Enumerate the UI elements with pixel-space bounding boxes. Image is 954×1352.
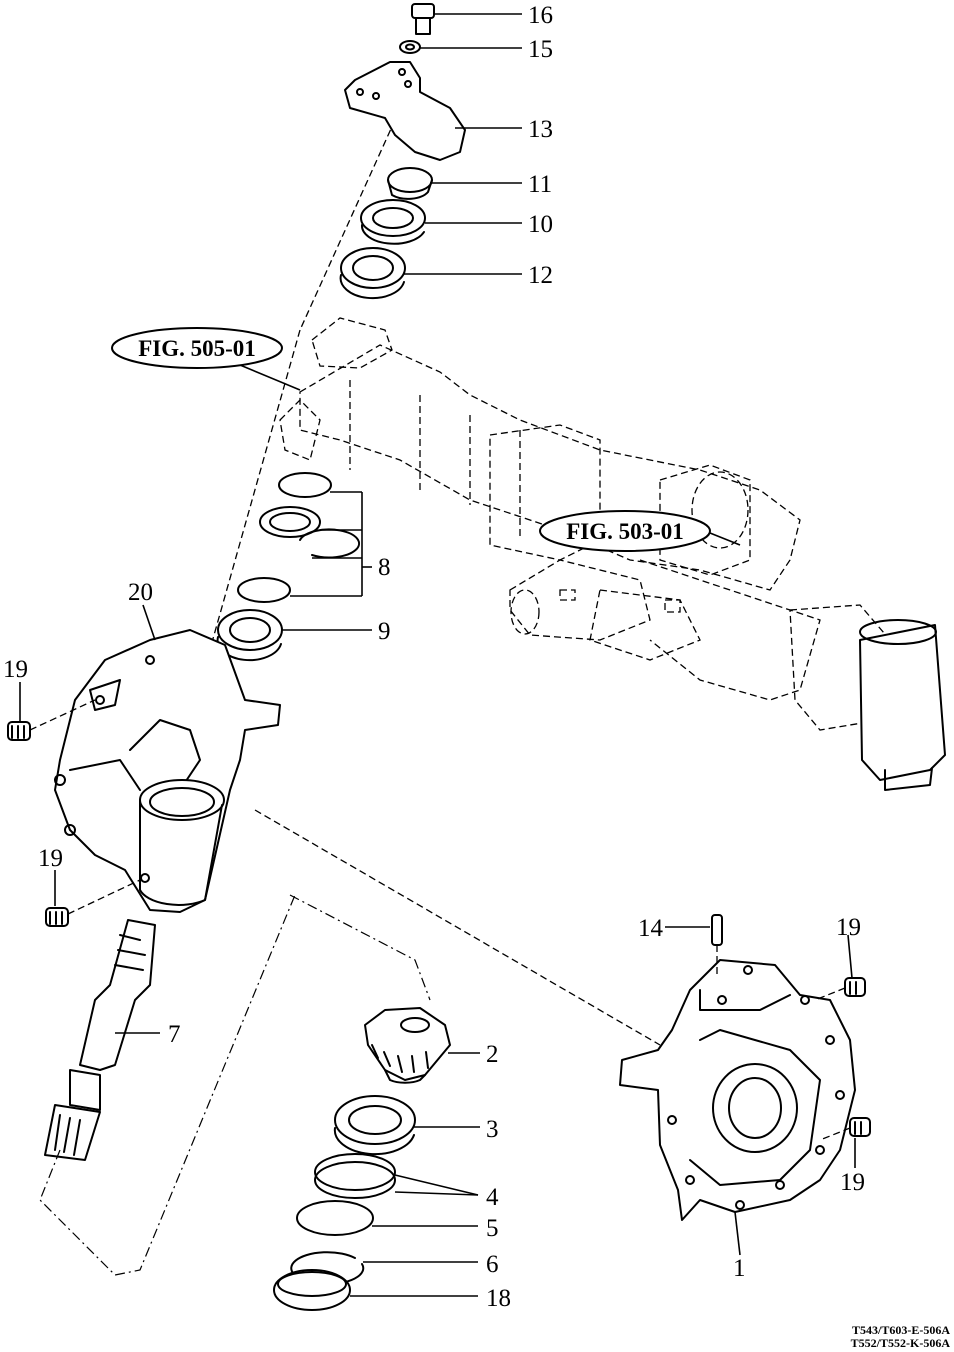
callout-20: 20 — [128, 579, 153, 606]
callout-10: 10 — [528, 211, 553, 238]
part-18-ring — [273, 1269, 351, 1311]
part-13-cover-plate — [344, 61, 466, 161]
drawing-code-line-2: T552/T552-K-506A — [851, 1336, 951, 1350]
upper-centerline — [299, 119, 396, 331]
assembly-enclosure — [39, 894, 431, 1276]
callout-19-lower-left: 19 — [38, 845, 63, 872]
fig-505-01-label: FIG. 505-01 — [138, 336, 256, 361]
part-3-bearing — [333, 1095, 416, 1156]
callout-11: 11 — [528, 171, 552, 198]
part-1-final-case — [619, 959, 856, 1221]
part-10-oil-seal — [360, 199, 426, 245]
part-20-final-case — [54, 629, 281, 913]
drawing-code-line-1: T543/T603-E-506A — [852, 1323, 950, 1337]
callout-14: 14 — [638, 915, 664, 942]
part-16-bolt — [411, 3, 435, 35]
part-15-washer — [399, 40, 421, 54]
callout-19-upper-right: 19 — [836, 914, 861, 941]
part-2-bevel-gear — [364, 1007, 451, 1084]
callout-9: 9 — [378, 618, 391, 645]
callout-18: 18 — [486, 1285, 511, 1312]
callout-numbers: 16 15 13 11 10 12 8 9 20 19 19 19 19 14 … — [3, 2, 865, 1312]
part-19-plug-lower-right — [849, 1117, 871, 1137]
callout-19-upper-left: 19 — [3, 656, 28, 683]
leader-lines — [19, 13, 856, 1297]
callout-3: 3 — [486, 1116, 499, 1143]
part-5-ring — [296, 1200, 374, 1236]
callout-19-lower-right: 19 — [840, 1169, 865, 1196]
callout-6: 6 — [486, 1251, 499, 1278]
fig-503-01-reference[interactable]: FIG. 503-01 — [539, 510, 711, 552]
callout-15: 15 — [528, 36, 553, 63]
part-14-pin — [711, 914, 723, 946]
fig-505-01-reference[interactable]: FIG. 505-01 — [111, 327, 283, 369]
axle-housing-outline — [279, 317, 946, 791]
callout-5: 5 — [486, 1215, 499, 1242]
part-11-sleeve — [387, 167, 433, 200]
part-12-bearing — [339, 247, 406, 300]
callout-7: 7 — [168, 1021, 181, 1048]
fig-503-01-label: FIG. 503-01 — [566, 519, 684, 544]
part-19-plug-upper-left — [7, 721, 31, 741]
callout-4: 4 — [486, 1184, 499, 1211]
part-19-plug-lower-left — [45, 907, 69, 927]
part-19-plug-upper-right — [844, 977, 866, 997]
part-7-shaft — [44, 919, 156, 1161]
part-8-rings — [237, 472, 361, 603]
housing-centerline — [254, 809, 661, 1046]
part-4-ring-a — [314, 1153, 396, 1191]
callout-2: 2 — [486, 1041, 499, 1068]
callout-12: 12 — [528, 262, 553, 289]
callout-8: 8 — [378, 554, 391, 581]
callout-13: 13 — [528, 116, 553, 143]
part-4-ring-b — [314, 1161, 396, 1199]
callout-16: 16 — [528, 2, 553, 29]
callout-1: 1 — [733, 1255, 746, 1282]
